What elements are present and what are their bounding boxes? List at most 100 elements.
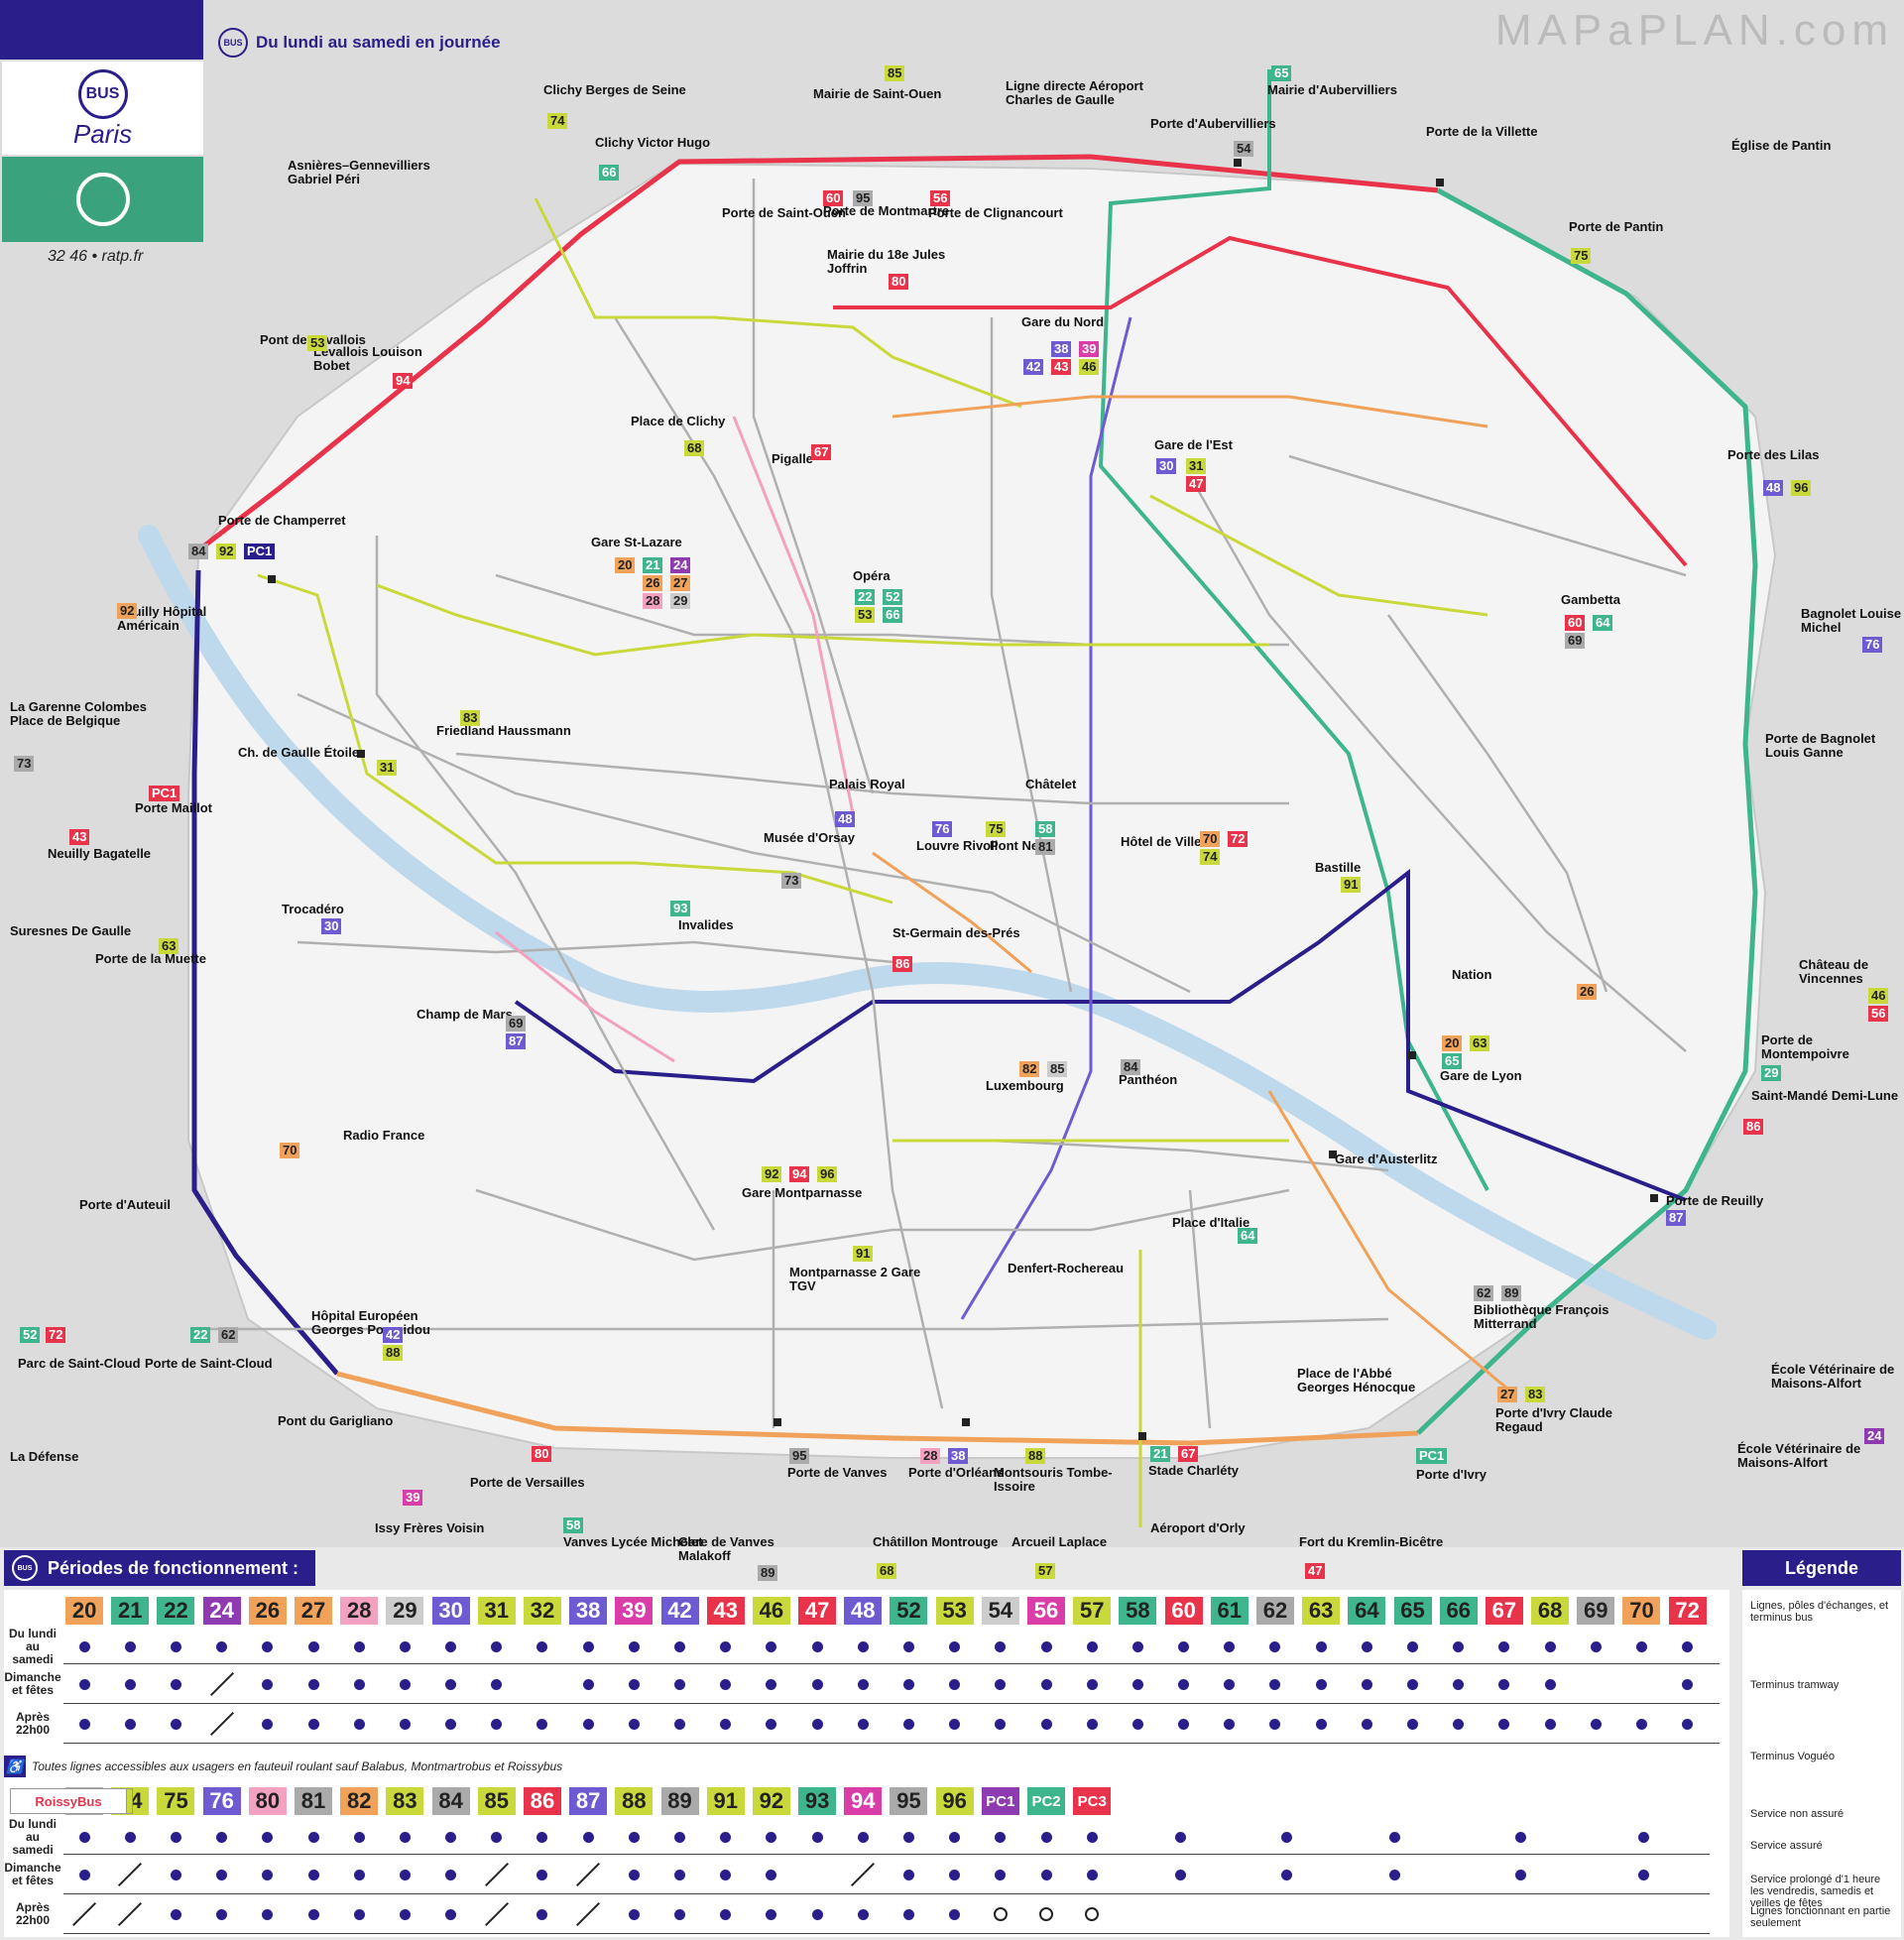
station-label[interactable]: Châtillon Montrouge: [873, 1534, 999, 1549]
line-badge[interactable]: 67: [811, 444, 832, 460]
line-badge[interactable]: 21: [643, 557, 663, 573]
line-badge[interactable]: 46: [752, 1597, 790, 1625]
line-badge[interactable]: 89: [1501, 1285, 1522, 1301]
line-badge[interactable]: 22: [855, 589, 876, 605]
line-badge[interactable]: 26: [248, 1597, 287, 1625]
station-label[interactable]: Neuilly Bagatelle: [48, 846, 152, 861]
line-badge[interactable]: 47: [1186, 476, 1207, 492]
line-badge[interactable]: 28: [340, 1597, 379, 1625]
station-label[interactable]: Porte des Lilas: [1727, 447, 1820, 462]
line-badge[interactable]: 91: [1341, 877, 1362, 893]
station-label[interactable]: Mairie de Saint-Ouen: [813, 86, 942, 101]
line-badge[interactable]: 95: [890, 1787, 928, 1815]
station-label[interactable]: Porte d'Orléans: [908, 1465, 1005, 1480]
line-badge[interactable]: PC1: [244, 544, 276, 559]
line-badge[interactable]: 87: [506, 1033, 527, 1049]
line-badge[interactable]: 91: [853, 1246, 874, 1262]
line-badge[interactable]: 42: [383, 1327, 404, 1343]
line-badge[interactable]: 95: [853, 190, 874, 206]
station-label[interactable]: Place de l'Abbé Georges Hénocque: [1297, 1366, 1416, 1394]
station-label[interactable]: Levallois Louison Bobet: [313, 344, 422, 373]
line-badge[interactable]: 91: [706, 1787, 745, 1815]
line-badge[interactable]: 94: [393, 373, 414, 389]
station-label[interactable]: Gare de l'Est: [1154, 437, 1233, 452]
line-badge[interactable]: 58: [1119, 1597, 1157, 1625]
station-label[interactable]: Porte de Vanves: [787, 1465, 888, 1480]
line-badge[interactable]: 70: [1200, 831, 1221, 847]
station-label[interactable]: Champ de Mars: [416, 1007, 513, 1022]
station-label[interactable]: Neuilly Hôpital Américain: [117, 604, 207, 633]
line-badge[interactable]: 75: [157, 1787, 195, 1815]
station-label[interactable]: École Vétérinaire de Maisons-Alfort: [1737, 1441, 1861, 1470]
line-badge[interactable]: 52: [20, 1327, 41, 1343]
line-badge[interactable]: 22: [190, 1327, 211, 1343]
station-label[interactable]: Louvre Rivoli: [916, 838, 999, 853]
line-badge[interactable]: 92: [762, 1166, 782, 1182]
line-badge[interactable]: 93: [798, 1787, 837, 1815]
line-badge[interactable]: 24: [202, 1597, 241, 1625]
line-badge[interactable]: 96: [817, 1166, 838, 1182]
line-badge[interactable]: 81: [295, 1787, 333, 1815]
line-badge[interactable]: 29: [1761, 1065, 1782, 1081]
line-badge[interactable]: 48: [1763, 480, 1784, 496]
line-badge[interactable]: 39: [1079, 341, 1100, 357]
station-label[interactable]: Châtelet: [1025, 777, 1077, 791]
line-badge[interactable]: 67: [1178, 1446, 1199, 1462]
line-badge[interactable]: 93: [670, 901, 691, 916]
line-badge[interactable]: 42: [660, 1597, 699, 1625]
line-badge[interactable]: 20: [65, 1597, 104, 1625]
line-badge[interactable]: 86: [1743, 1119, 1764, 1135]
station-label[interactable]: Bastille: [1315, 860, 1362, 875]
line-badge[interactable]: 81: [1035, 839, 1056, 855]
line-badge[interactable]: 60: [1565, 615, 1586, 631]
line-badge[interactable]: 80: [532, 1446, 552, 1462]
station-label[interactable]: La Défense: [10, 1449, 79, 1464]
line-badge[interactable]: 30: [321, 918, 342, 934]
line-badge[interactable]: 88: [615, 1787, 654, 1815]
station-label[interactable]: Clichy Victor Hugo: [595, 135, 711, 150]
line-badge[interactable]: 74: [1200, 849, 1221, 865]
line-badge[interactable]: 54: [981, 1597, 1019, 1625]
line-badge[interactable]: PC2: [1027, 1787, 1066, 1815]
station-label[interactable]: Porte de Montempoivre: [1761, 1032, 1849, 1061]
line-badge[interactable]: 48: [835, 811, 856, 827]
line-badge[interactable]: 43: [69, 829, 90, 845]
line-badge[interactable]: 27: [1497, 1387, 1518, 1402]
line-badge[interactable]: 46: [1079, 359, 1100, 375]
line-badge[interactable]: 42: [1023, 359, 1044, 375]
station-label[interactable]: Montparnasse 2 Gare TGV: [789, 1265, 921, 1293]
station-label[interactable]: Aéroport d'Orly: [1150, 1520, 1246, 1535]
line-badge[interactable]: 85: [1047, 1061, 1068, 1077]
line-badge[interactable]: 64: [1348, 1597, 1386, 1625]
station-label[interactable]: Hôtel de Ville: [1121, 834, 1202, 849]
line-badge[interactable]: 24: [670, 557, 691, 573]
station-label[interactable]: Porte de Saint-Cloud: [145, 1356, 273, 1371]
station-label[interactable]: Pigalle: [772, 451, 813, 466]
line-badge[interactable]: PC1: [1416, 1448, 1448, 1464]
line-badge[interactable]: 47: [798, 1597, 837, 1625]
line-badge[interactable]: 89: [758, 1565, 778, 1581]
station-label[interactable]: Gare du Nord: [1021, 314, 1105, 329]
station-label[interactable]: Vanves Lycée Michelet: [563, 1534, 703, 1549]
line-badge[interactable]: 66: [599, 165, 620, 181]
line-badge[interactable]: 65: [1271, 65, 1292, 81]
station-label[interactable]: Porte d'Auteuil: [79, 1197, 171, 1212]
line-badge[interactable]: 60: [823, 190, 844, 206]
station-label[interactable]: Porte de Reuilly: [1666, 1193, 1764, 1208]
station-label[interactable]: Château de Vincennes: [1799, 957, 1869, 986]
line-badge[interactable]: 85: [885, 65, 905, 81]
station-label[interactable]: Musée d'Orsay: [764, 830, 855, 845]
line-badge[interactable]: 38: [569, 1597, 608, 1625]
station-label[interactable]: La Garenne Colombes Place de Belgique: [10, 699, 147, 728]
line-badge[interactable]: 83: [1525, 1387, 1546, 1402]
line-badge[interactable]: 85: [477, 1787, 516, 1815]
line-badge[interactable]: 70: [1622, 1597, 1661, 1625]
station-label[interactable]: Gare d'Austerlitz: [1335, 1152, 1438, 1166]
line-badge[interactable]: 27: [670, 575, 691, 591]
station-label[interactable]: Porte de Saint-Ouen: [722, 205, 846, 220]
station-label[interactable]: Gare St-Lazare: [591, 535, 682, 549]
station-label[interactable]: Luxembourg: [986, 1078, 1064, 1093]
line-badge[interactable]: 62: [218, 1327, 239, 1343]
station-label[interactable]: Opéra: [853, 568, 891, 583]
line-badge[interactable]: 38: [1051, 341, 1072, 357]
